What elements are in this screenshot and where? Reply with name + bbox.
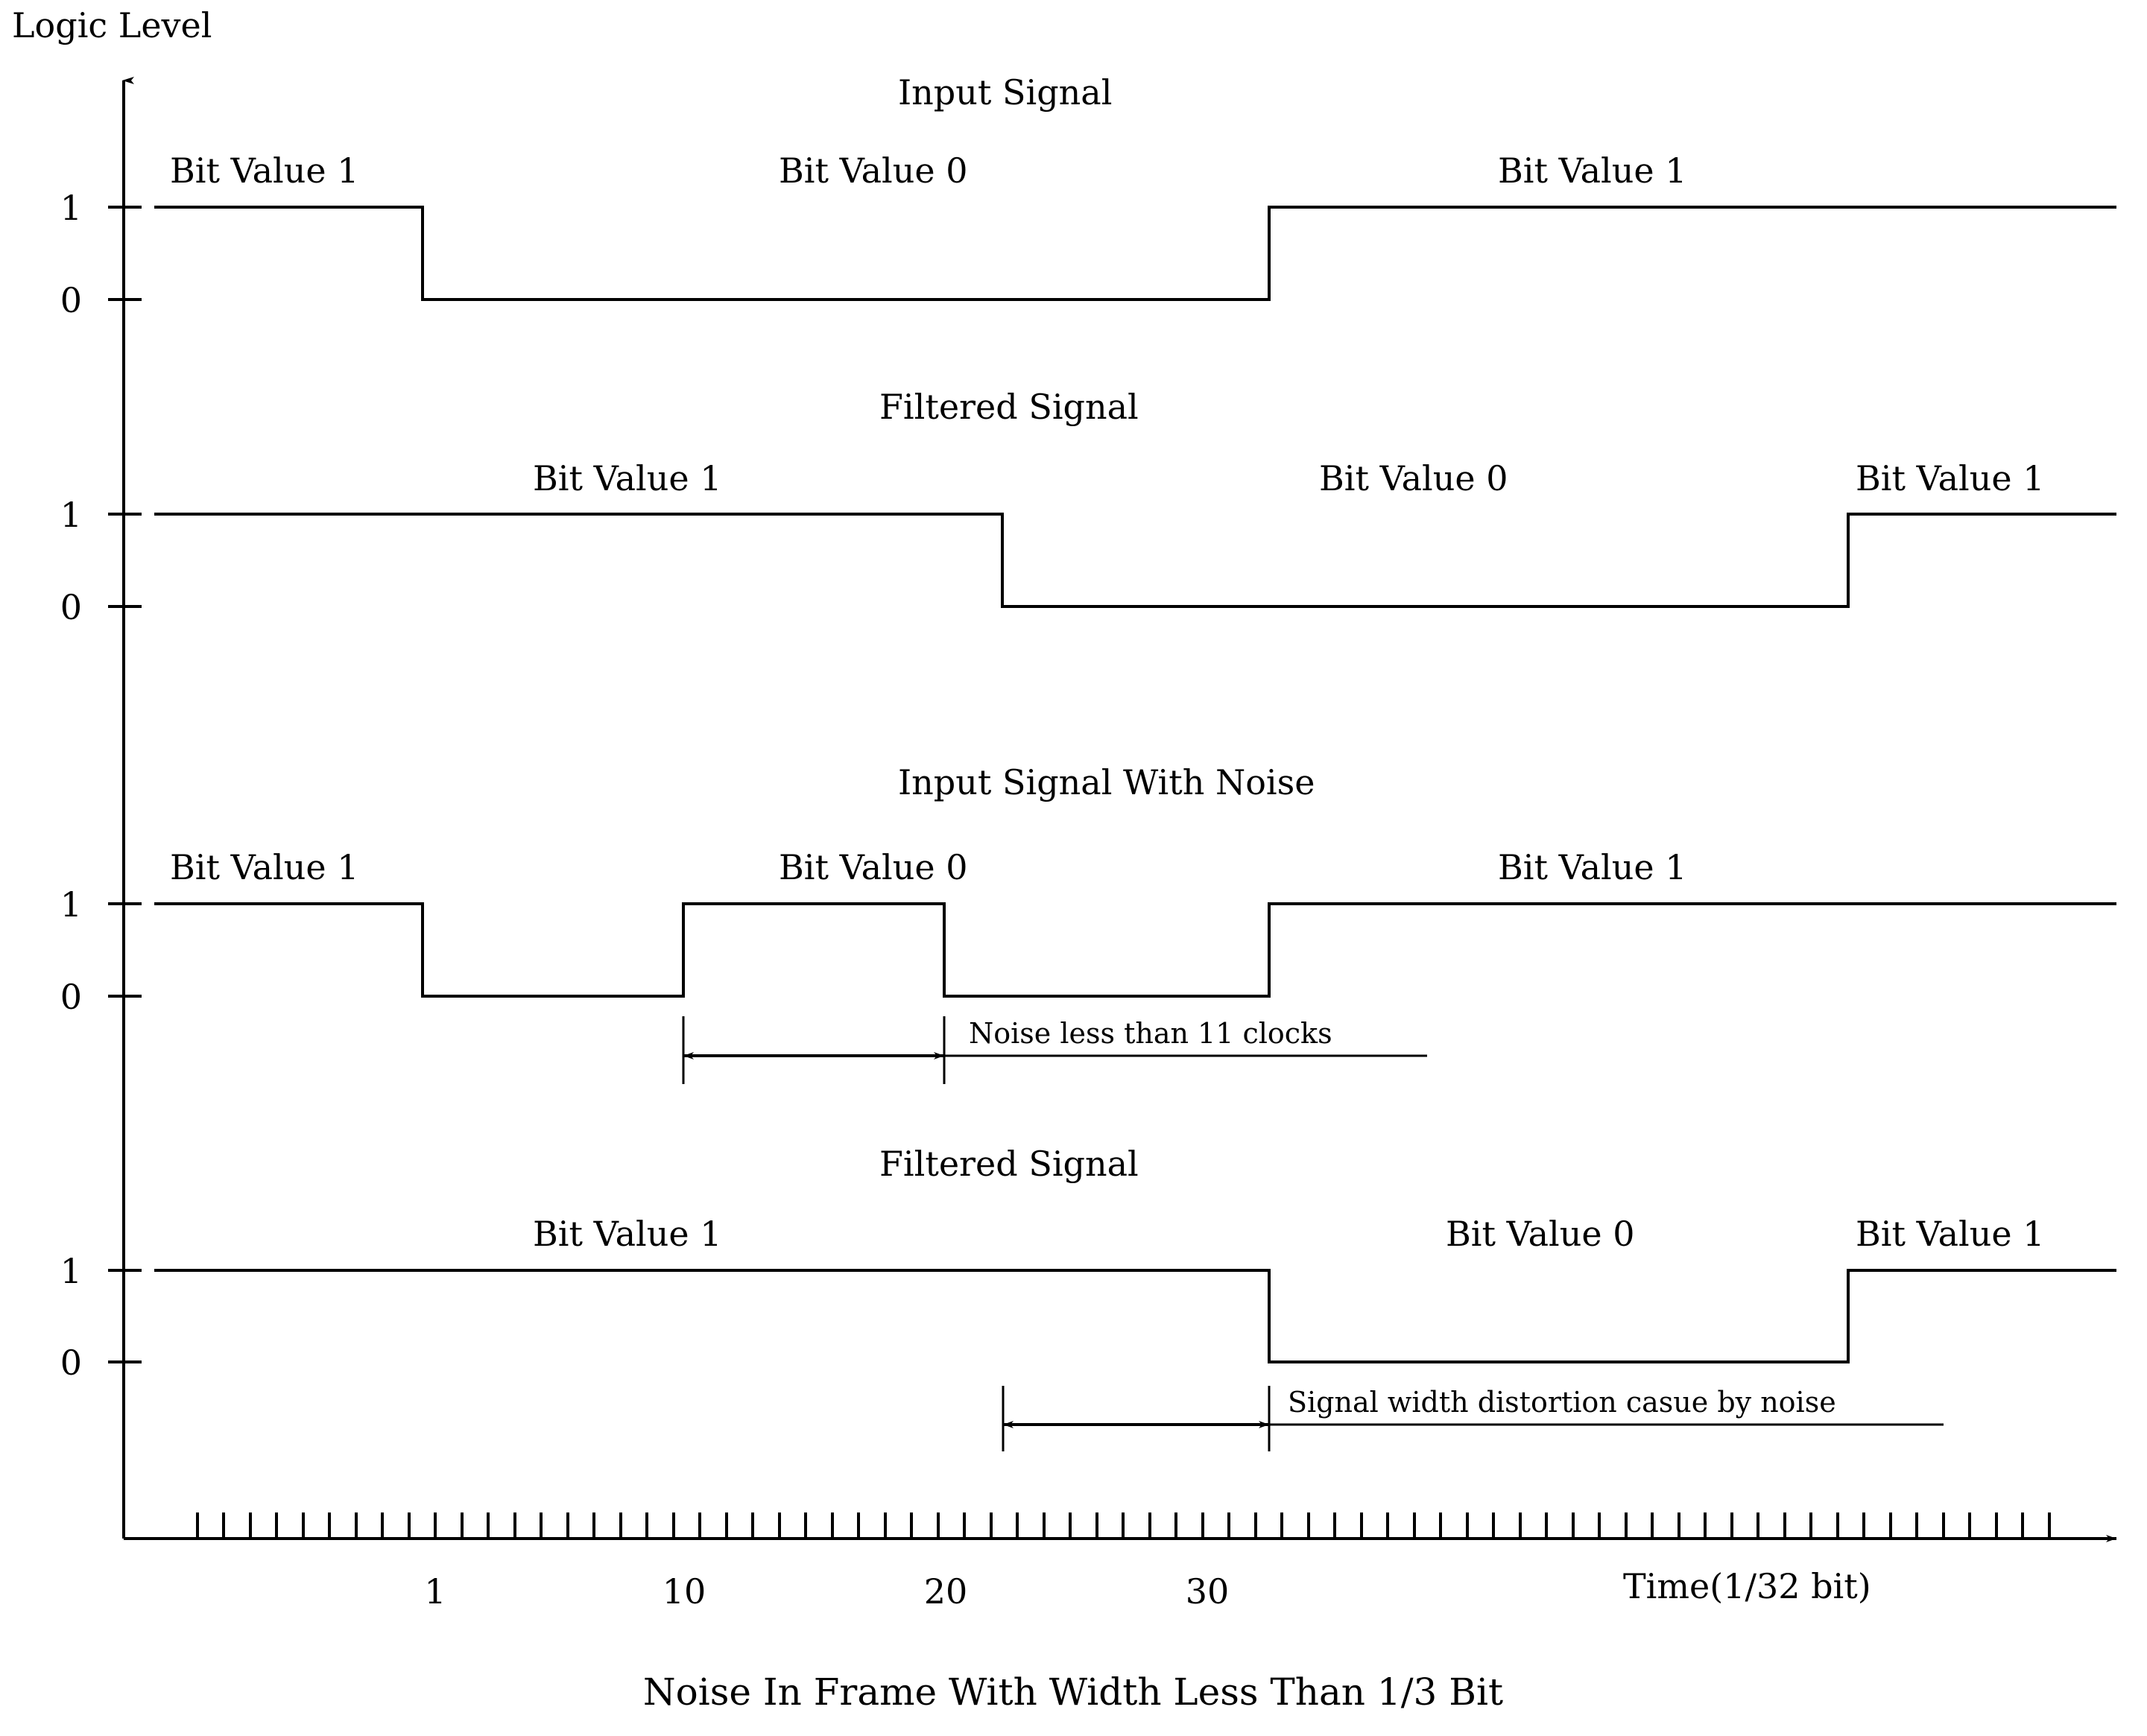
x-axis-ticks — [196, 1512, 2051, 1539]
section-title-filtered-signal-1: Filtered Signal — [879, 387, 1139, 427]
bit-label-s3-2: Bit Value 1 — [1498, 847, 1687, 887]
x-axis-title: Time(1/32 bit) — [1623, 1566, 1871, 1606]
bit-label-s2-1: Bit Value 0 — [1319, 458, 1508, 498]
signal-group-filtered-signal-2: Filtered Signal 1 0 Bit Value 1 Bit Valu… — [60, 1144, 2116, 1451]
section-title-input-signal: Input Signal — [898, 72, 1112, 113]
x-tick-label-20: 20 — [924, 1571, 968, 1612]
y-level-label-0-s4: 0 — [60, 1343, 82, 1383]
bit-label-s1-1: Bit Value 0 — [779, 151, 968, 191]
bit-label-s1-2: Bit Value 1 — [1498, 151, 1687, 191]
y-level-label-0-s3: 0 — [60, 977, 82, 1017]
x-tick-label-10: 10 — [663, 1571, 706, 1612]
x-tick-label-30: 30 — [1186, 1571, 1230, 1612]
annotation-width-distortion-text: Signal width distortion casue by noise — [1288, 1386, 1836, 1419]
waveform-filtered-signal-1 — [154, 513, 2116, 608]
waveform-input-signal — [154, 206, 2116, 301]
bit-label-s2-0: Bit Value 1 — [533, 458, 722, 498]
figure-caption: Noise In Frame With Width Less Than 1/3 … — [643, 1670, 1503, 1714]
y-level-label-0-s1: 0 — [60, 280, 82, 320]
y-level-label-1-s3: 1 — [60, 884, 82, 925]
y-level-label-1-s4: 1 — [60, 1251, 82, 1291]
bit-label-s4-2: Bit Value 1 — [1856, 1214, 2045, 1254]
signal-group-input-signal-with-noise: Input Signal With Noise 1 0 Bit Value 1 … — [60, 762, 2116, 1084]
y-level-label-1-s1: 1 — [60, 188, 82, 228]
signal-group-filtered-signal-1: Filtered Signal 1 0 Bit Value 1 Bit Valu… — [60, 387, 2116, 627]
waveform-input-signal-with-noise — [154, 902, 2116, 998]
section-title-input-signal-with-noise: Input Signal With Noise — [898, 762, 1315, 802]
bit-label-s1-0: Bit Value 1 — [170, 151, 359, 191]
bit-label-s3-0: Bit Value 1 — [170, 847, 359, 887]
bit-label-s4-0: Bit Value 1 — [533, 1214, 722, 1254]
y-level-label-0-s2: 0 — [60, 587, 82, 627]
y-level-label-1-s2: 1 — [60, 495, 82, 535]
annotation-noise-width: Noise less than 11 clocks — [682, 1016, 1427, 1084]
waveform-filtered-signal-2 — [154, 1269, 2116, 1363]
signal-group-input-signal: Input Signal 1 0 Bit Value 1 Bit Value 0… — [60, 72, 2116, 320]
annotation-noise-width-text: Noise less than 11 clocks — [969, 1017, 1332, 1050]
bit-label-s3-1: Bit Value 0 — [779, 847, 968, 887]
annotation-width-distortion: Signal width distortion casue by noise — [1002, 1386, 1944, 1451]
bit-label-s2-2: Bit Value 1 — [1856, 458, 2045, 498]
x-axis-group — [124, 1512, 2116, 1542]
section-title-filtered-signal-2: Filtered Signal — [879, 1144, 1139, 1184]
x-tick-label-1: 1 — [424, 1571, 446, 1612]
y-axis-title: Logic Level — [12, 5, 212, 45]
bit-label-s4-1: Bit Value 0 — [1446, 1214, 1635, 1254]
